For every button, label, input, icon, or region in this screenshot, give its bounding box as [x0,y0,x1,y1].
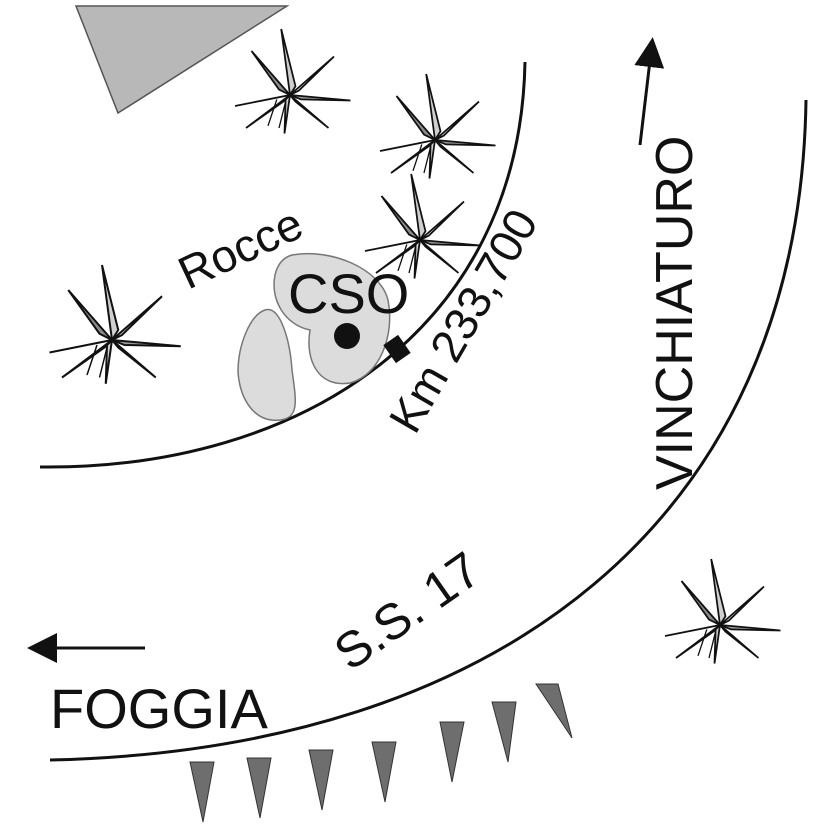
arrow-to-vinchiaturo [634,37,665,146]
rock-shape-large [273,252,391,385]
agave-plant-icon [234,28,352,135]
gray-triangle [74,5,290,115]
agave-plant-icon [379,73,497,180]
vinchiaturo-label: VINCHIATURO [646,136,704,490]
agave-plant-icon [664,558,782,665]
km-marker-icon [383,334,411,364]
foggia-label: FOGGIA [50,677,268,740]
road-edge-inner [39,61,527,469]
agave-plant-icon [48,264,182,385]
station-dot-icon [334,323,360,349]
road-edge-outer [49,99,808,762]
road-label: S.S. 17 [324,541,490,681]
embankment-spikes [189,683,573,823]
rock-shape-small [237,308,296,421]
cso-label: CSO [288,262,409,325]
